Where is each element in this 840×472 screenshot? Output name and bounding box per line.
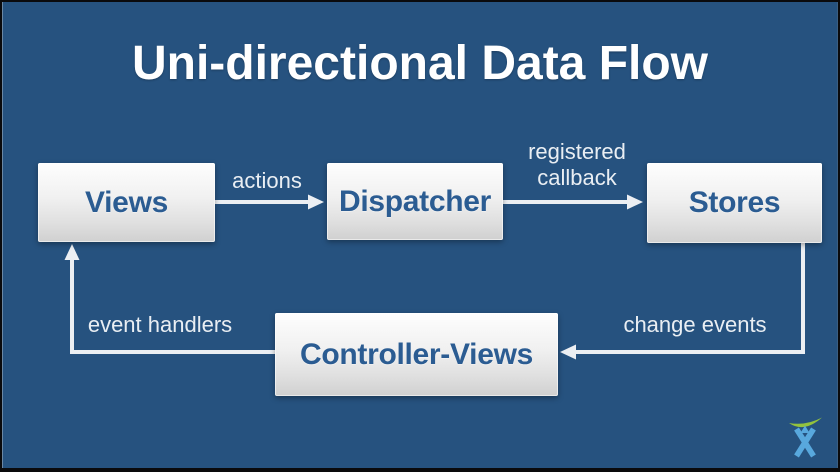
edge-change-events-arrowhead — [560, 344, 576, 360]
node-stores: Stores — [647, 163, 822, 243]
edge-change-events-line — [576, 243, 805, 354]
edge-registered-callback-arrowhead — [627, 194, 643, 210]
edge-event-handlers-line — [70, 259, 275, 354]
node-dispatcher-label: Dispatcher — [338, 184, 492, 218]
node-controller-views: Controller-Views — [275, 313, 558, 396]
node-dispatcher: Dispatcher — [327, 163, 503, 240]
node-views-label: Views — [84, 185, 168, 219]
slide-title: Uni-directional Data Flow — [131, 37, 709, 90]
edge-label-actions: actions — [232, 168, 302, 194]
node-stores-label: Stores — [688, 186, 781, 219]
atlassian-charlie-logo-icon — [789, 417, 822, 458]
logo-head-triangle — [800, 425, 810, 433]
edge-label-registered-callback: registered callback — [528, 139, 626, 190]
logo-figure-x — [794, 427, 816, 458]
edge-actions-arrowhead — [308, 194, 324, 210]
node-controller-views-label: Controller-Views — [299, 337, 534, 371]
node-views: Views — [38, 163, 215, 242]
edge-label-change-events: change events — [623, 312, 767, 338]
edge-label-event-handlers: event handlers — [87, 312, 233, 338]
edge-event-handlers-arrowhead — [64, 244, 80, 260]
logo-sky-arc — [789, 417, 822, 428]
